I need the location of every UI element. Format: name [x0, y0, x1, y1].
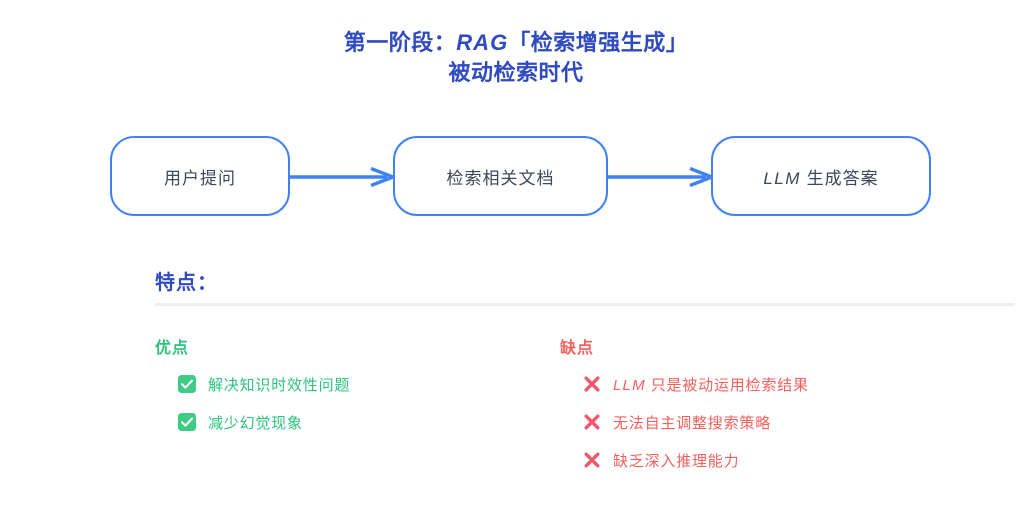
cross-mark-icon	[584, 452, 600, 468]
flow-box-label: 检索相关文档	[447, 164, 555, 189]
list-item-label-suffix: 解决知识时效性问题	[208, 376, 351, 394]
flow-box-label-prefix: 检索相关文档	[446, 168, 555, 188]
features-heading: 特点：	[155, 272, 218, 294]
flow-box-label-prefix: 用户提问	[164, 168, 236, 188]
check-mark-button-icon	[178, 413, 196, 431]
page-title: 第一阶段：RAG「检索增强生成」 被动检索时代	[0, 28, 1032, 88]
page-title-line-2: 被动检索时代	[448, 60, 584, 85]
section-divider	[155, 303, 1015, 306]
flow-box-label-suffix: 生成答案	[800, 168, 879, 188]
arrow-right-icon	[289, 167, 395, 187]
page-title-line-1: 第一阶段：RAG「检索增强生成」	[0, 28, 1032, 58]
list-item-label-suffix: 无法自主调整搜索策略	[613, 414, 772, 432]
flow-box-retrieve-documents: 检索相关文档	[393, 136, 608, 216]
list-item-label-suffix: 减少幻觉现象	[208, 414, 303, 432]
flow-box-user-question: 用户提问	[110, 136, 290, 216]
list-item-label-latin: LLM	[613, 376, 646, 394]
list-item: 无法自主调整搜索策略	[582, 412, 1000, 432]
list-item: 解决知识时效性问题	[177, 374, 535, 394]
flow-box-label: 用户提问	[164, 164, 236, 189]
check-mark-button-icon	[178, 375, 196, 393]
flow-box-llm-generate-answer: LLM 生成答案	[711, 136, 931, 216]
list-item: 缺乏深入推理能力	[582, 450, 1000, 470]
cross-mark-icon	[584, 414, 600, 430]
page-title-line-1-prefix: 第一阶段：	[343, 30, 457, 55]
list-item-label: 无法自主调整搜索策略	[613, 412, 771, 433]
arrow-right-icon	[606, 167, 714, 187]
page-title-line-1-latin: RAG	[456, 30, 509, 55]
pros-column: 优点 解决知识时效性问题 减少幻觉现象	[155, 334, 535, 450]
pros-heading: 优点	[155, 340, 190, 357]
list-item: LLM 只是被动运用检索结果	[582, 374, 1000, 394]
cross-mark-icon	[584, 376, 600, 392]
cons-column: 缺点 LLM 只是被动运用检索结果 无法自主调整搜索策略 缺乏深入推理能力	[560, 334, 1000, 488]
flow-box-label: LLM 生成答案	[763, 164, 878, 189]
flow-box-label-latin: LLM	[763, 168, 801, 188]
list-item-label-suffix: 缺乏深入推理能力	[613, 452, 740, 470]
list-item-label: 减少幻觉现象	[208, 412, 303, 433]
list-item-label: LLM 只是被动运用检索结果	[613, 374, 809, 395]
flow-diagram: 用户提问 检索相关文档 LLM 生成答案	[0, 136, 1032, 220]
list-item-label-suffix: 只是被动运用检索结果	[645, 376, 809, 394]
page-title-line-1-suffix: 「检索增强生成」	[508, 30, 689, 55]
list-item-label: 缺乏深入推理能力	[613, 450, 739, 471]
list-item: 减少幻觉现象	[177, 412, 535, 432]
list-item-label: 解决知识时效性问题	[208, 374, 350, 395]
cons-heading: 缺点	[560, 340, 595, 357]
